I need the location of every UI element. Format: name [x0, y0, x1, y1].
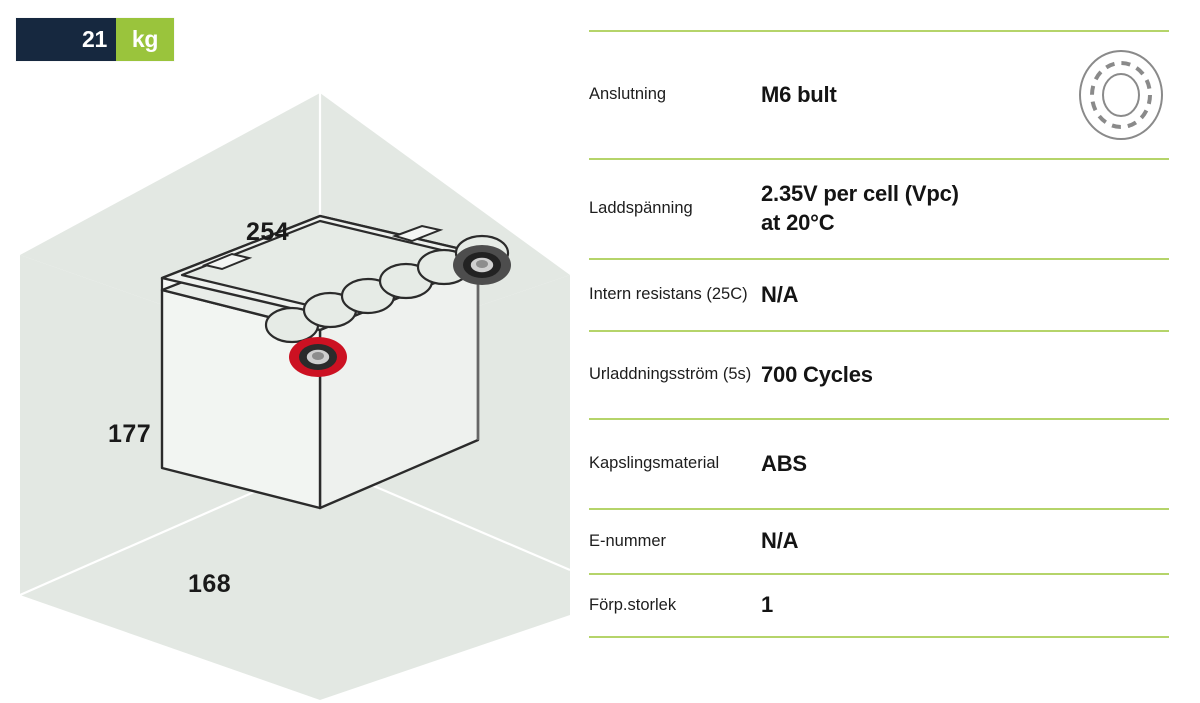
- dimension-label-height: 177: [108, 420, 151, 448]
- spec-value: M6 bult: [761, 81, 837, 107]
- battery-illustration: 254 177 168: [0, 0, 580, 703]
- spec-value: 2.35V per cell (Vpc) at 20°C: [761, 181, 959, 235]
- spec-label: Urladdningsström (5s): [589, 365, 752, 384]
- spec-label: Laddspänning: [589, 199, 693, 218]
- spec-label: Intern resistans (25C): [589, 285, 748, 304]
- terminal-positive: [289, 337, 347, 377]
- weight-unit: kg: [116, 18, 174, 61]
- spec-value: 700 Cycles: [761, 361, 873, 387]
- weight-badge: 21 kg: [16, 18, 174, 61]
- table-row: Laddspänning 2.35V per cell (Vpc) at 20°…: [589, 158, 1169, 258]
- handle-notch-left: [201, 252, 253, 271]
- specification-table: Anslutning M6 bult Laddspänning 2.35V pe…: [589, 30, 1169, 638]
- spec-value: N/A: [761, 528, 799, 554]
- bolt-terminal-icon: [1075, 49, 1167, 141]
- spec-value: ABS: [761, 450, 807, 476]
- table-row: E-nummer N/A: [589, 508, 1169, 573]
- table-row: Intern resistans (25C) N/A: [589, 258, 1169, 330]
- spec-label: Förp.storlek: [589, 595, 677, 614]
- spec-label: Anslutning: [589, 85, 667, 104]
- spec-value: 1: [761, 592, 774, 618]
- table-row: Urladdningsström (5s) 700 Cycles: [589, 330, 1169, 418]
- terminal-negative: [453, 245, 511, 285]
- table-row: Anslutning M6 bult: [589, 30, 1169, 158]
- weight-value: 21: [16, 18, 116, 61]
- spec-label: E-nummer: [589, 531, 667, 550]
- table-row: Förp.storlek 1: [589, 573, 1169, 638]
- spec-label: Kapslingsmaterial: [589, 454, 720, 473]
- table-row: Kapslingsmaterial ABS: [589, 418, 1169, 508]
- dimension-label-depth: 168: [188, 570, 231, 598]
- spec-value: N/A: [761, 281, 799, 307]
- handle-notch-right: [391, 224, 444, 243]
- dimension-label-length: 254: [246, 218, 289, 246]
